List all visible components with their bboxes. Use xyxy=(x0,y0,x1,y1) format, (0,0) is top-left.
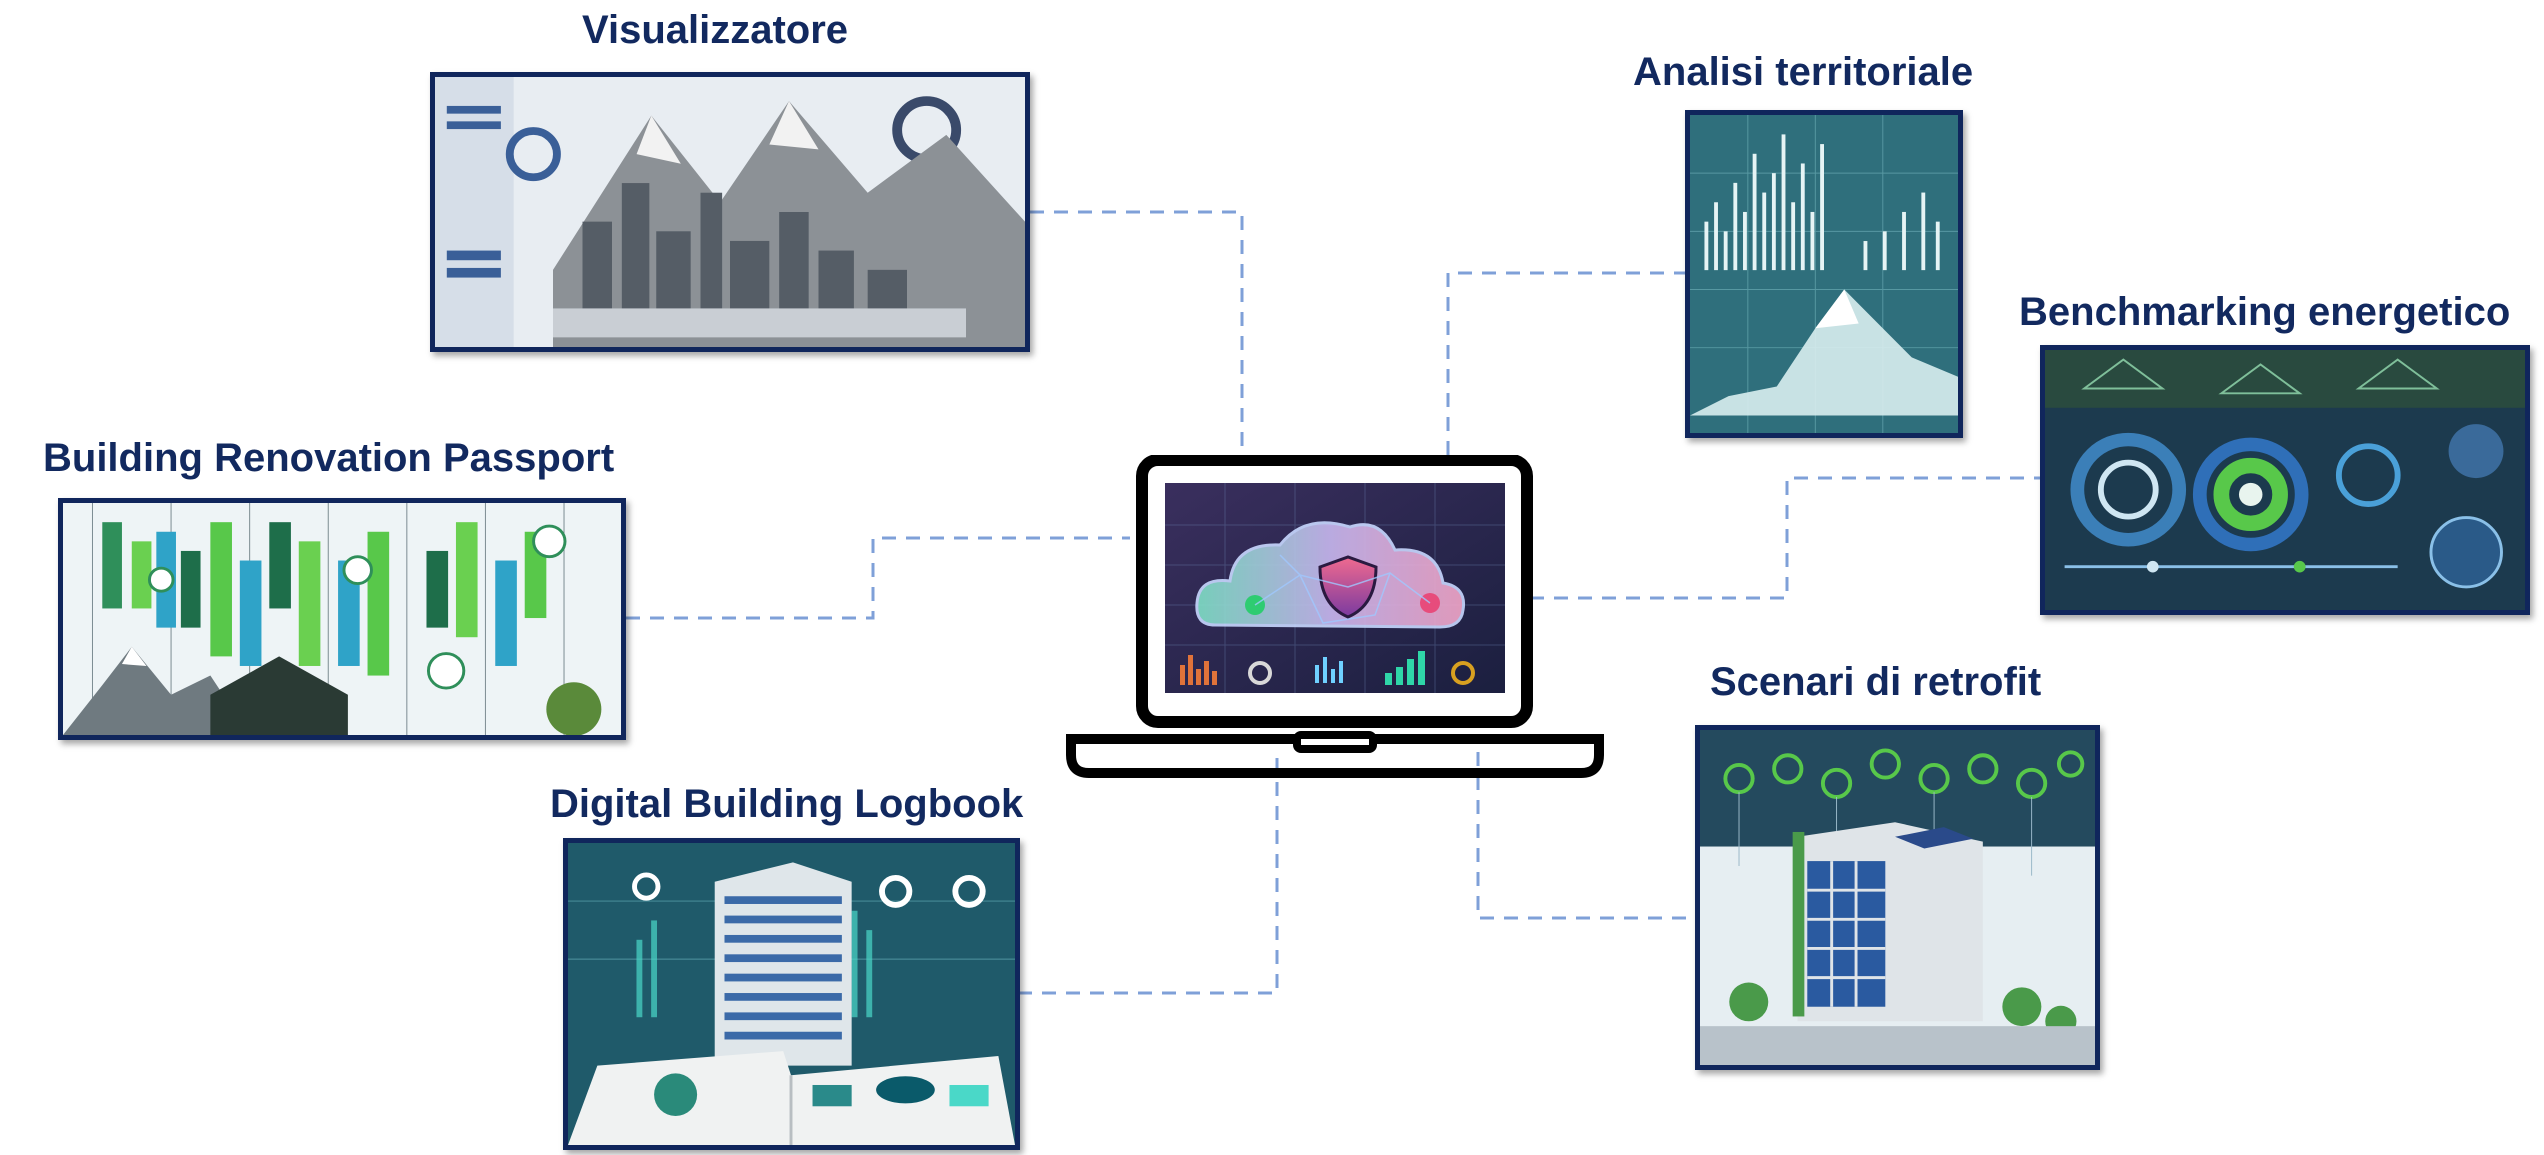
image-logbook xyxy=(563,838,1020,1150)
title-visualizzatore: Visualizzatore xyxy=(582,8,849,52)
title-analisi: Analisi territoriale xyxy=(1633,50,1974,94)
title-benchmarking: Benchmarking energetico xyxy=(2019,290,2511,334)
building-logbook-icon xyxy=(568,843,1015,1145)
mountain-city-icon xyxy=(435,77,1025,347)
title-retrofit: Scenari di retrofit xyxy=(1710,660,2042,704)
connector-logbook xyxy=(1018,752,1279,995)
image-analisi xyxy=(1685,110,1963,438)
connector-benchmarking xyxy=(1530,476,2042,600)
renovation-chart-icon xyxy=(63,503,621,735)
title-brp: Building Renovation Passport xyxy=(43,436,615,480)
mountain-chart-icon xyxy=(1690,115,1958,433)
connector-visualizzatore xyxy=(1030,210,1244,455)
connector-analisi xyxy=(1446,271,1685,455)
image-benchmarking xyxy=(2040,345,2530,615)
laptop-cloud-security-icon xyxy=(1066,455,1604,778)
image-visualizzatore xyxy=(430,72,1030,352)
retrofit-building-icon xyxy=(1700,730,2095,1065)
image-brp xyxy=(58,498,626,740)
title-logbook: Digital Building Logbook xyxy=(550,782,1024,826)
connector-brp xyxy=(626,536,1130,620)
image-retrofit xyxy=(1695,725,2100,1070)
energy-dashboard-icon xyxy=(2045,350,2525,610)
connector-retrofit xyxy=(1476,752,1695,920)
